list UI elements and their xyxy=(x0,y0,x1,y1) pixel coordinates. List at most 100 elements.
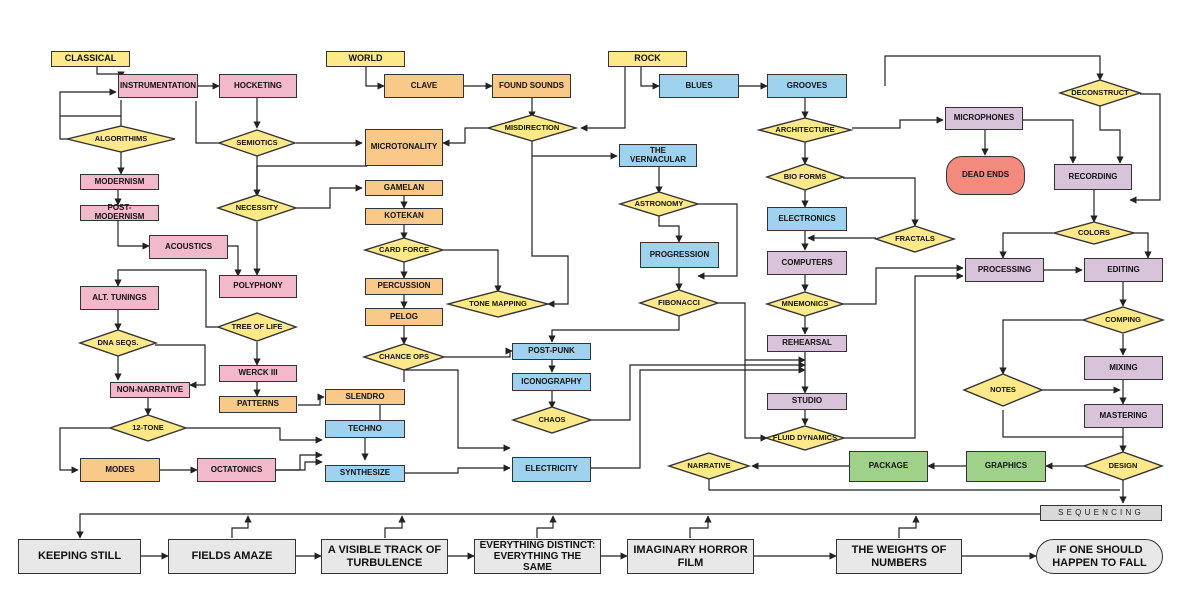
node-editing: EDITING xyxy=(1084,258,1163,282)
node-semiotics-diamond xyxy=(216,129,298,157)
node-astronomy-diamond xyxy=(617,191,701,217)
node-alt-tunings: ALT. TUNINGS xyxy=(80,286,159,310)
node-fibonacci: FIBONACCI xyxy=(658,297,700,307)
node-dead-ends: DEAD ENDS xyxy=(946,156,1025,195)
node-card-force-diamond xyxy=(362,237,446,263)
decision-diamonds xyxy=(66,79,1166,481)
node-recording: RECORDING xyxy=(1054,164,1132,190)
node-polyphony: POLYPHONY xyxy=(219,275,297,298)
node-notes: NOTES xyxy=(990,384,1016,394)
node-microphones: MICROPHONES xyxy=(945,107,1023,130)
node-octatonics: OCTATONICS xyxy=(197,458,276,482)
node-tree-of-life-diamond xyxy=(215,312,299,342)
node-found-sounds: FOUND SOUNDS xyxy=(492,74,571,98)
node-astronomy: ASTRONOMY xyxy=(634,198,684,208)
node-fractals: FRACTALS xyxy=(895,233,935,243)
node-architecture: ARCHITECTURE xyxy=(775,124,835,134)
node-acoustics: ACOUSTICS xyxy=(149,235,228,259)
node-computers: COMPUTERS xyxy=(767,251,847,275)
node-fluid-dynamics-diamond xyxy=(763,425,847,451)
node-chaos-diamond xyxy=(510,406,594,434)
node-chance-ops-diamond xyxy=(361,343,447,371)
node-dna-seqs-diamond xyxy=(77,329,159,357)
node-slendro: SLENDRO xyxy=(325,389,405,405)
node-percussion: PERCUSSION xyxy=(365,278,443,295)
node-tone-mapping: TONE MAPPING xyxy=(469,298,527,308)
node-tree-of-life: TREE OF LIFE xyxy=(231,321,283,331)
node-grooves: GROOVES xyxy=(767,74,847,98)
node-dna-seqs: DNA SEQS. xyxy=(97,337,139,347)
node-notes-diamond xyxy=(962,373,1044,407)
node-the-vernacular: THE VERNACULAR xyxy=(619,144,697,167)
track-fields-amaze: FIELDS AMAZE xyxy=(168,539,296,574)
node-fibonacci-diamond xyxy=(637,289,721,317)
node-electricity: ELECTRICITY xyxy=(512,457,591,482)
node-narrative-diamond xyxy=(666,452,752,480)
node-clave: CLAVE xyxy=(384,74,464,98)
node-bio-forms: BIO FORMS xyxy=(783,171,827,181)
node-non-narrative: NON-NARRATIVE xyxy=(110,382,190,398)
node-instrumentation: INSTRUMENTATION xyxy=(118,74,198,98)
node-package: PACKAGE xyxy=(849,451,928,482)
node-werck-iii: WERCK III xyxy=(219,365,297,382)
node-chaos: CHAOS xyxy=(538,414,566,424)
node-design-diamond xyxy=(1081,451,1165,481)
node-colors: COLORS xyxy=(1077,227,1111,237)
node-semiotics: SEMIOTICS xyxy=(236,137,278,147)
node-deconstruct-diamond xyxy=(1057,79,1143,107)
node-mixing: MIXING xyxy=(1084,356,1163,380)
node-graphics: GRAPHICS xyxy=(966,451,1046,482)
node-microtonality: MICROTONALITY xyxy=(365,129,443,166)
node-deconstruct: DECONSTRUCT xyxy=(1071,87,1129,97)
node-mnemonics-diamond xyxy=(764,291,846,317)
node-electronics: ELECTRONICS xyxy=(767,207,847,231)
genre-rock: ROCK xyxy=(608,51,687,67)
node-misdirection-diamond xyxy=(485,114,579,142)
node-progression: PROGRESSION xyxy=(640,242,719,268)
node-modernism: MODERNISM xyxy=(80,174,159,190)
node-post-punk: POST-PUNK xyxy=(512,343,591,360)
track-everything-distinct: EVERYTHING DISTINCT:EVERYTHING THE SAME xyxy=(474,539,601,574)
node-design: DESIGN xyxy=(1108,460,1138,470)
node-hocketing: HOCKETING xyxy=(219,74,297,98)
node-bio-forms-diamond xyxy=(764,163,846,191)
node-modes: MODES xyxy=(80,458,160,482)
node-card-force: CARD FORCE xyxy=(379,244,429,254)
node-architecture-diamond xyxy=(756,117,854,143)
node-comping-diamond xyxy=(1080,306,1166,334)
node-patterns: PATTERNS xyxy=(219,396,297,413)
track-keeping-still: KEEPING STILL xyxy=(18,539,141,574)
node-necessity-diamond xyxy=(215,194,299,222)
node-gamelan: GAMELAN xyxy=(365,180,443,196)
node-blues: BLUES xyxy=(659,74,739,98)
node-kotekan: KOTEKAN xyxy=(365,208,443,225)
node-fluid-dynamics: FLUID DYNAMICS xyxy=(772,432,838,442)
node-studio: STUDIO xyxy=(767,393,847,410)
node-techno: TECHNO xyxy=(325,420,405,438)
node-mastering: MASTERING xyxy=(1084,404,1163,428)
node-post-modernism: POST-MODERNISM xyxy=(80,203,159,221)
node-algorithms-diamond xyxy=(66,125,176,153)
node-mnemonics: MNEMONICS xyxy=(781,298,829,308)
node-tone-mapping-diamond xyxy=(445,290,551,318)
node-misdirection: MISDIRECTION xyxy=(504,122,560,132)
node-iconography: ICONOGRAPHY xyxy=(512,373,591,391)
node-fractals-diamond xyxy=(873,225,957,253)
node-sequencing: SEQUENCING xyxy=(1040,505,1162,521)
node-necessity: NECESSITY xyxy=(235,202,279,212)
node-colors-diamond xyxy=(1051,221,1137,245)
node-narrative: NARRATIVE xyxy=(687,460,731,470)
node-synthesize: SYNTHESIZE xyxy=(325,465,405,482)
genre-world: WORLD xyxy=(326,51,405,67)
node-algorithms: ALGORITHIMS xyxy=(94,133,148,143)
node-comping: COMPING xyxy=(1105,314,1141,324)
node-pelog: PELOG xyxy=(365,308,443,326)
node-processing: PROCESSING xyxy=(965,258,1044,282)
node-chance-ops: CHANCE OPS xyxy=(378,351,429,361)
genre-classical: CLASSICAL xyxy=(51,51,130,67)
